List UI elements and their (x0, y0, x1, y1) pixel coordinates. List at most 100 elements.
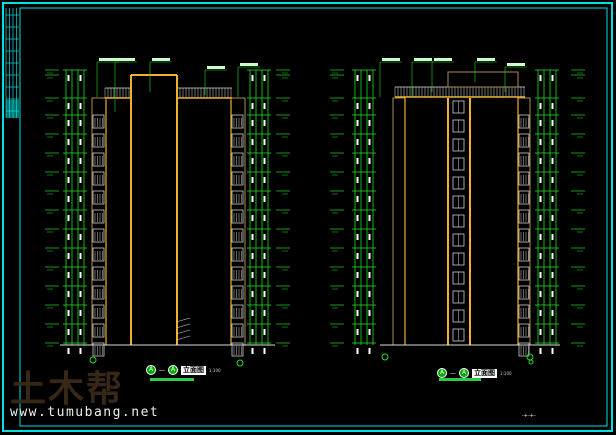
dimension-text (551, 215, 554, 221)
dimension-text (551, 158, 554, 164)
dimension-text (551, 177, 554, 183)
dimension-text (551, 310, 554, 316)
dimension-text (551, 139, 554, 145)
dimension-text (67, 215, 70, 221)
dimension-text (263, 310, 266, 316)
elevation-title: 立面图 (181, 365, 206, 375)
dimension-text (539, 120, 542, 126)
dimension-text (551, 272, 554, 278)
window-balcony (518, 209, 530, 224)
dimension-text (263, 75, 266, 81)
section-marker: A (437, 368, 447, 378)
dimension-text (368, 196, 371, 202)
annotation-text (152, 58, 170, 61)
dimension-text (539, 272, 542, 278)
dimension-text (539, 196, 542, 202)
dimension-text (67, 158, 70, 164)
dimension-text (251, 158, 254, 164)
annotation-text (99, 58, 117, 61)
dimension-text (79, 196, 82, 202)
window-balcony (92, 266, 105, 281)
dimension-text (551, 75, 554, 81)
window-balcony (231, 266, 244, 281)
window-balcony (518, 152, 530, 167)
window-balcony (92, 342, 105, 357)
window-balcony (92, 133, 105, 148)
window-balcony (518, 266, 530, 281)
dimension-text (368, 158, 371, 164)
watermark-logo: 土木帮 (10, 368, 125, 410)
dimension-text (79, 253, 82, 259)
section-marker: A (459, 368, 469, 378)
window-balcony (518, 285, 530, 300)
window-balcony (92, 304, 105, 319)
dimension-text (67, 272, 70, 278)
annotation-text (507, 63, 525, 66)
dimension-text (67, 348, 70, 354)
stair-line (175, 329, 191, 335)
window-balcony (231, 171, 244, 186)
title-underline (150, 378, 194, 381)
stair-line (175, 323, 191, 329)
dimension-text (551, 291, 554, 297)
dimension-text (539, 75, 542, 81)
window-balcony (518, 304, 530, 319)
dimension-text (79, 234, 82, 240)
dimension-text (356, 234, 359, 240)
window-balcony (231, 247, 244, 262)
dimension-text (368, 253, 371, 259)
dimension-text (251, 120, 254, 126)
dimension-text (356, 177, 359, 183)
window-balcony (92, 209, 105, 224)
dimension-text (551, 329, 554, 335)
dimension-text (368, 177, 371, 183)
dimension-text (263, 291, 266, 297)
dimension-text (368, 234, 371, 240)
axis-marker (236, 359, 244, 367)
dimension-text (79, 139, 82, 145)
section-marker: A (146, 365, 156, 375)
dimension-text (263, 253, 266, 259)
window-balcony (92, 114, 105, 129)
roof-structure (447, 71, 519, 88)
window-balcony (92, 285, 105, 300)
dimension-text (368, 215, 371, 221)
dimension-text (67, 329, 70, 335)
dimension-text (356, 348, 359, 354)
window-balcony (231, 209, 244, 224)
wall (517, 97, 531, 346)
dimension-text (539, 139, 542, 145)
annotation-text (117, 58, 135, 61)
dimension-text (551, 120, 554, 126)
window-balcony (518, 247, 530, 262)
dimension-text (551, 348, 554, 354)
dimension-text (251, 196, 254, 202)
axis-marker (381, 353, 389, 361)
annotation-text (382, 58, 400, 61)
dimension-text (251, 272, 254, 278)
dimension-text (551, 103, 554, 109)
dash: — (450, 369, 456, 377)
dimension-text (263, 158, 266, 164)
left-elevation-title: A — A 立面图 1:100 (146, 365, 221, 375)
dimension-text (67, 291, 70, 297)
window-balcony (231, 114, 244, 129)
window-balcony (231, 323, 244, 338)
window-balcony (231, 152, 244, 167)
dimension-text (551, 253, 554, 259)
dimension-text (251, 253, 254, 259)
dimension-text (539, 310, 542, 316)
dimension-text (368, 291, 371, 297)
dimension-text (251, 75, 254, 81)
annotation-text (434, 58, 452, 61)
annotation-text (240, 63, 258, 66)
annotation-text (414, 58, 432, 61)
watermark-url: www.tumubang.net (10, 405, 160, 420)
dimension-text (251, 329, 254, 335)
dimension-text (263, 272, 266, 278)
window-balcony (231, 285, 244, 300)
dimension-text (79, 348, 82, 354)
dimension-text (356, 272, 359, 278)
dimension-text (263, 329, 266, 335)
